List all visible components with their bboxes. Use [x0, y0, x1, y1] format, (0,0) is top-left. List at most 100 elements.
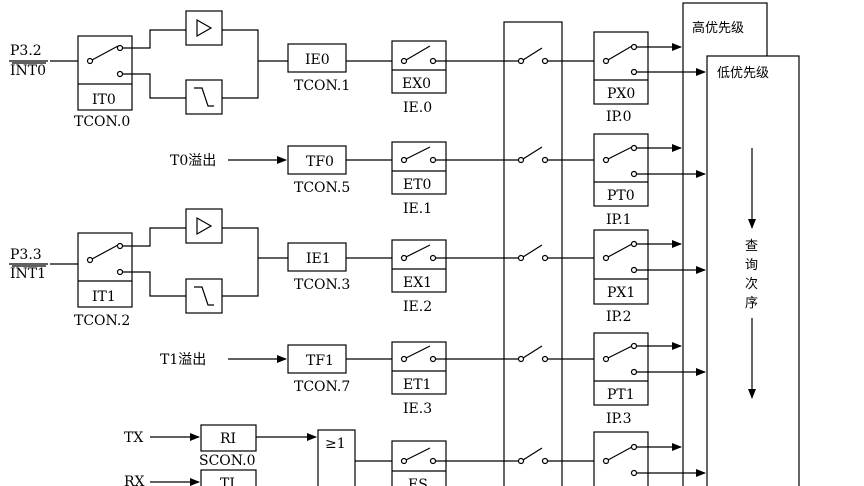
it0-label: IT0 — [92, 92, 116, 108]
ex0-contact-left — [400, 57, 408, 65]
it1-pivot — [86, 256, 94, 264]
int1-falling-edge-icon — [194, 286, 214, 306]
et1-contact-right — [429, 355, 437, 363]
ex0-contact-right — [429, 57, 437, 65]
ie0-label: IE0 — [305, 52, 330, 68]
pt1-pivot — [602, 355, 610, 363]
tcon0-label: TCON.0 — [74, 114, 130, 130]
or-gate-label: ≥1 — [325, 436, 346, 452]
pt0-label: PT0 — [607, 188, 635, 204]
ip3-label: IP.3 — [606, 411, 631, 427]
px1-label: PX1 — [607, 285, 635, 301]
ti-flag-box — [200, 469, 257, 486]
ea-contact-right-2 — [541, 156, 549, 164]
ex1-contact-left — [400, 254, 408, 262]
ps-contact-high — [630, 443, 638, 451]
ex1-label: EX1 — [403, 275, 432, 291]
ea-contact-left-3 — [517, 254, 525, 262]
query-char-2: 询 — [745, 258, 758, 273]
t0-overflow-label: T0溢出 — [170, 153, 216, 169]
it0-pivot — [86, 57, 94, 65]
ea-contact-right-3 — [541, 254, 549, 262]
int0-label: INT0 — [10, 63, 46, 79]
tf0-flag-box — [287, 145, 347, 175]
px0-pivot — [602, 57, 610, 65]
ie-0-label: IE.0 — [403, 100, 432, 116]
px1-switch-box — [593, 229, 649, 305]
pt0-pivot — [602, 156, 610, 164]
low-priority-box — [706, 55, 800, 486]
es-contact-left — [400, 457, 408, 465]
pt1-switch-box — [593, 332, 649, 406]
it1-edge-wire — [123, 271, 186, 297]
pt0-contact-high — [630, 144, 638, 152]
ea-switch-column — [503, 21, 563, 486]
it0-edge-wire — [123, 73, 186, 99]
px1-pivot — [602, 254, 610, 262]
int0-edge-detector — [185, 79, 223, 115]
es-contact-right — [429, 457, 437, 465]
tcon7-label: TCON.7 — [294, 379, 350, 395]
px0-contact-low — [630, 68, 638, 76]
ea-blade-3 — [522, 244, 543, 258]
ip2-label: IP.2 — [606, 309, 631, 325]
px1-contact-high — [630, 240, 638, 248]
px0-blade — [607, 45, 633, 61]
ex1-contact-right — [429, 254, 437, 262]
ti-label: TI — [220, 476, 235, 486]
ea-contact-left-1 — [517, 57, 525, 65]
et0-contact-left — [400, 156, 408, 164]
ps-contact-low — [630, 469, 638, 477]
tf1-flag-box — [287, 344, 347, 374]
it0-level-wire — [123, 29, 186, 49]
low-priority-label: 低优先级 — [717, 66, 769, 81]
it0-contact-top — [116, 44, 124, 52]
p32-label: P3.2 — [10, 43, 42, 59]
et0-contact-right — [429, 156, 437, 164]
et0-label: ET0 — [403, 177, 431, 193]
tcon3-label: TCON.3 — [294, 277, 350, 293]
pt1-contact-high — [630, 342, 638, 350]
tf1-label: TF1 — [306, 353, 334, 369]
ex0-switch-box — [391, 40, 447, 94]
pt1-label: PT1 — [607, 387, 635, 403]
int0-buffer-triangle-icon — [196, 18, 213, 38]
tf0-label: TF0 — [306, 154, 334, 170]
pt1-blade — [607, 345, 633, 359]
tcon2-label: TCON.2 — [74, 313, 130, 329]
ex0-label: EX0 — [402, 76, 431, 92]
px1-blade — [607, 243, 633, 258]
ea-blade-1 — [522, 47, 543, 61]
int1-merge-wire — [222, 227, 259, 297]
es-label: ES — [408, 477, 428, 486]
ea-contact-left-4 — [517, 355, 525, 363]
it1-switch-blade — [91, 244, 119, 260]
ie-2-label: IE.2 — [403, 299, 432, 315]
ea-contact-left-5 — [517, 457, 525, 465]
scon0-label: SCON.0 — [199, 453, 256, 469]
es-blade — [405, 447, 431, 461]
ie0-flag-box — [287, 43, 347, 73]
high-priority-label: 高优先级 — [692, 20, 744, 36]
it1-contact-bottom — [116, 268, 124, 276]
t1-overflow-label: T1溢出 — [160, 352, 206, 368]
px1-contact-low — [630, 266, 638, 274]
et1-label: ET1 — [403, 377, 431, 393]
et1-blade — [405, 345, 431, 359]
ex1-blade — [405, 244, 431, 258]
int1-edge-detector — [185, 278, 223, 314]
it1-level-wire — [123, 227, 186, 247]
tx-label: TX — [124, 430, 143, 446]
ea-blade-5 — [522, 447, 543, 461]
int1-level-buffer — [185, 208, 223, 244]
tcon5-label: TCON.5 — [294, 180, 350, 196]
int0-level-buffer — [185, 10, 223, 46]
ex1-switch-box — [391, 239, 447, 293]
pt0-blade — [607, 146, 633, 160]
ie-1-label: IE.1 — [403, 201, 432, 217]
px0-contact-high — [630, 43, 638, 51]
ea-contact-right-4 — [541, 355, 549, 363]
int0-merge-wire — [222, 29, 259, 99]
tcon1-label: TCON.1 — [294, 78, 350, 94]
